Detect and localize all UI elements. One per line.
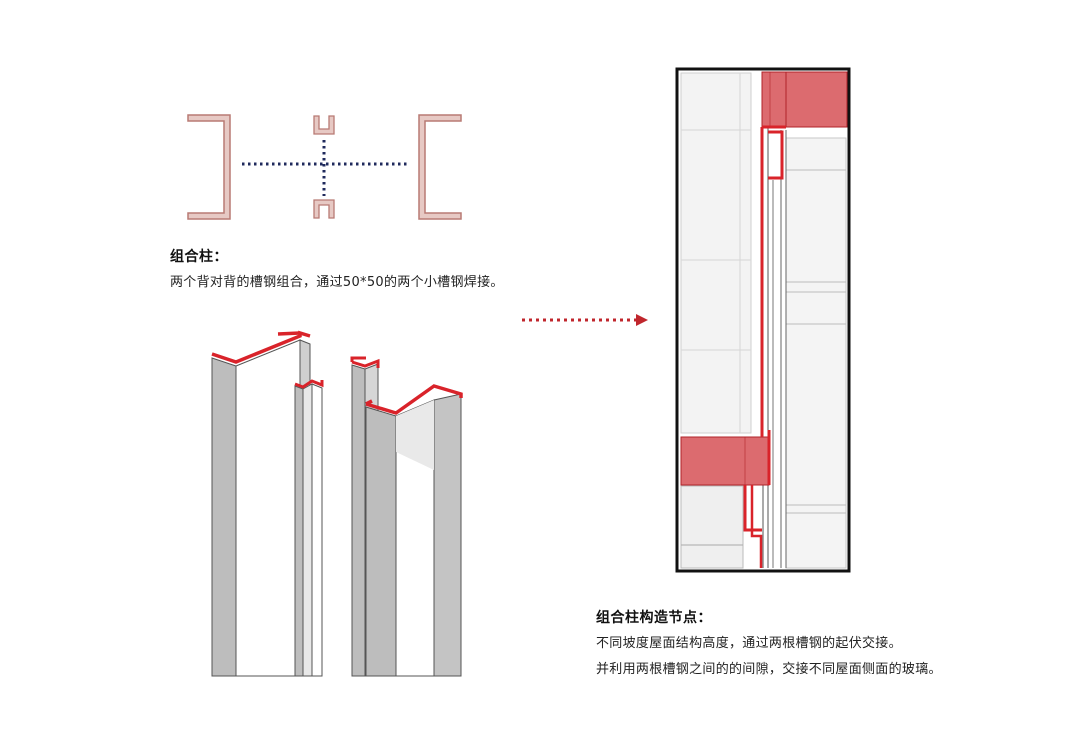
column-small-left <box>294 379 324 677</box>
caption-left-line1: 两个背对背的槽钢组合，通过50*50的两个小槽钢焊接。 <box>170 275 504 290</box>
column-large-right <box>365 384 463 677</box>
column-small-right <box>350 356 380 677</box>
caption-right-title: 组合柱构造节点： <box>596 610 712 626</box>
caption-right-line1: 不同坡度屋面结构高度，通过两根槽钢的起伏交接。 <box>596 636 902 651</box>
caption-right-line2: 并利用两根槽钢之间的的间隙，交接不同屋面侧面的玻璃。 <box>596 662 942 677</box>
small-channel-top <box>313 115 335 135</box>
column-large-left <box>211 330 311 677</box>
caption-left-title: 组合柱： <box>170 249 228 265</box>
large-channel-right <box>418 114 462 220</box>
large-channel-left <box>187 114 231 220</box>
small-channel-bottom <box>313 199 335 219</box>
